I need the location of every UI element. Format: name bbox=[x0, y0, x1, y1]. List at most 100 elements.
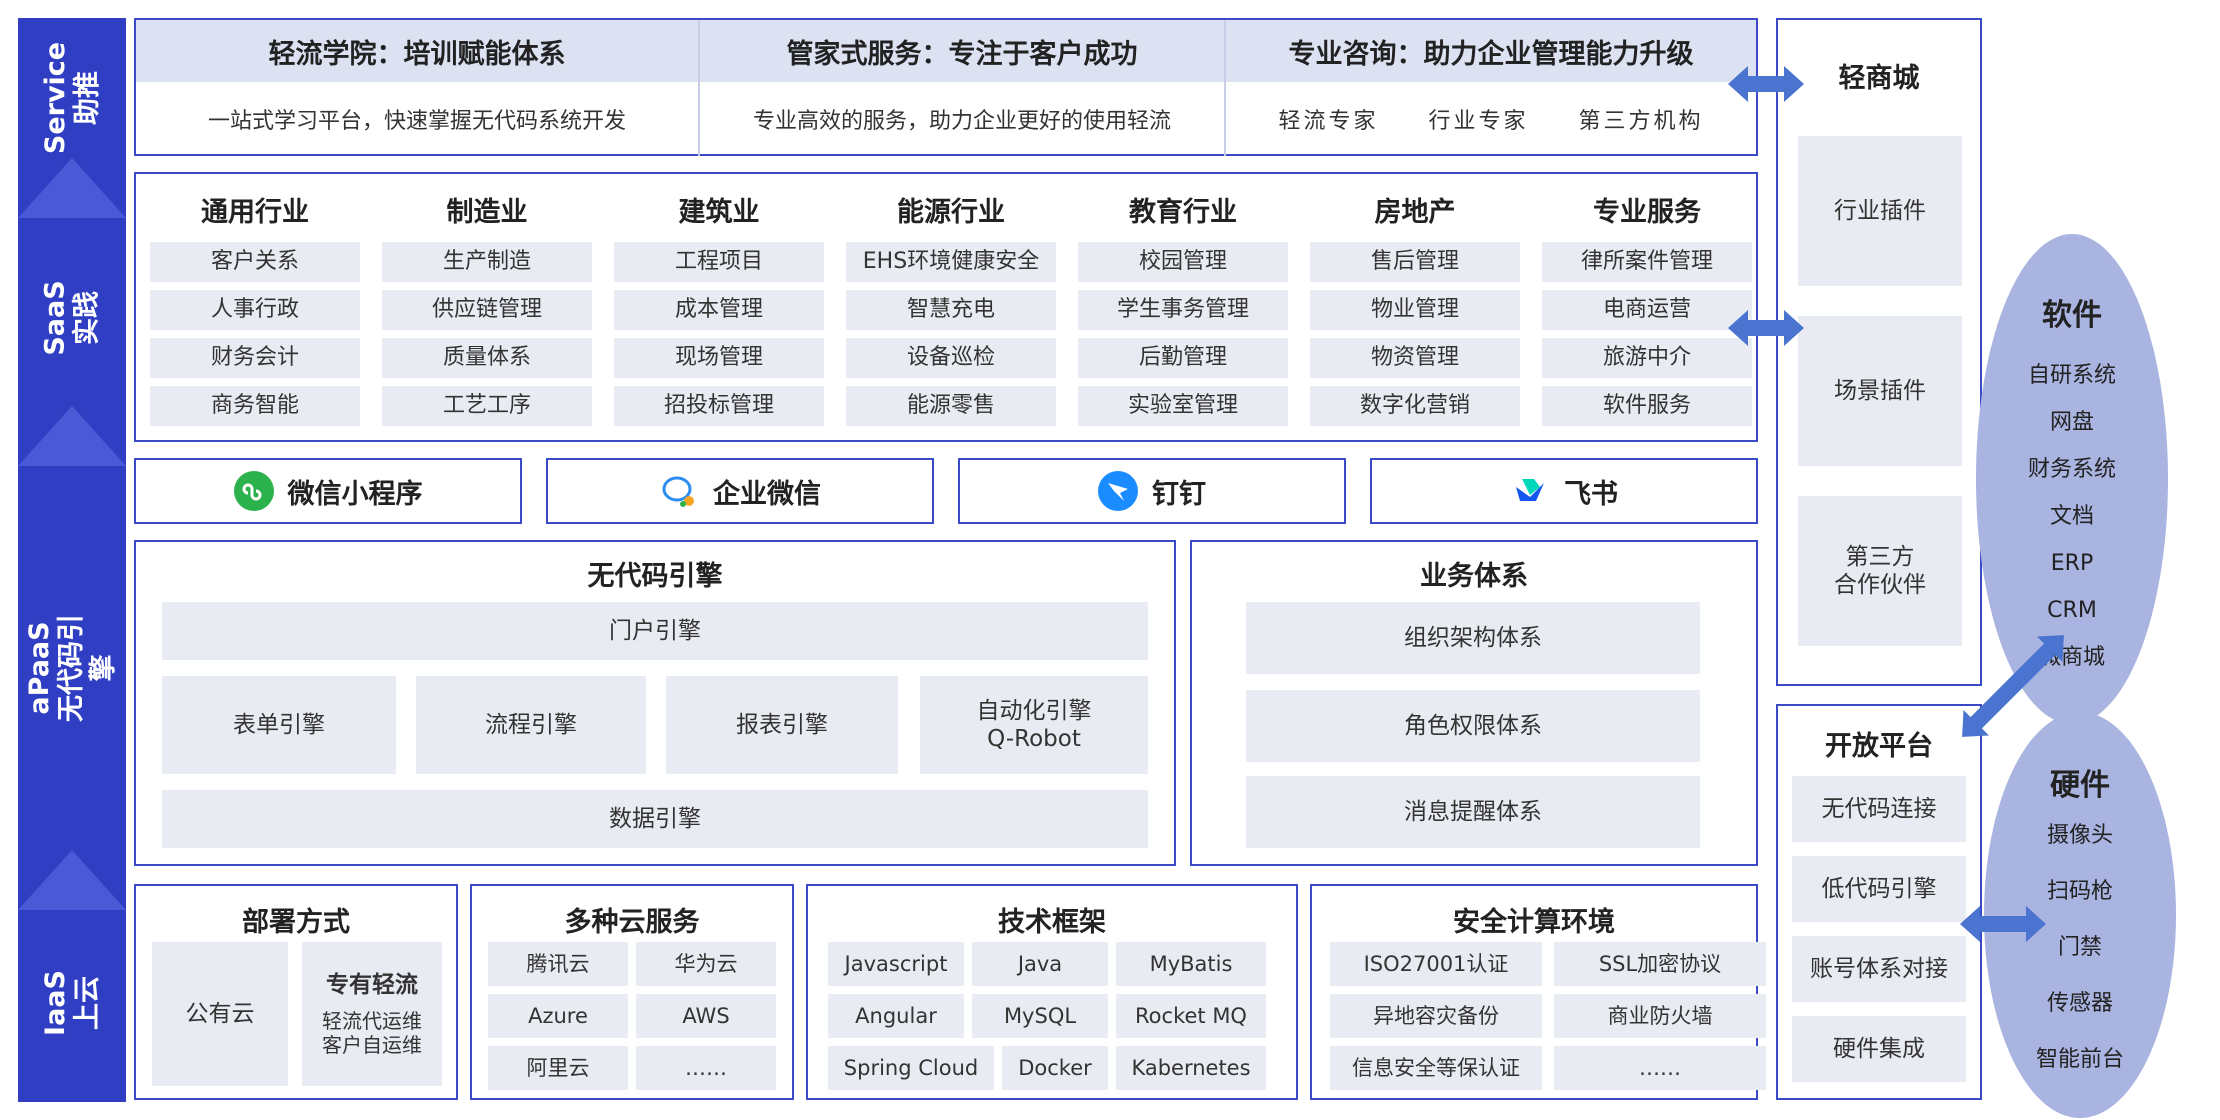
industry-app-item[interactable]: EHS环境健康安全 bbox=[846, 242, 1056, 282]
industry-title: 教育行业 bbox=[1129, 197, 1237, 228]
industry-app-item[interactable]: 物资管理 bbox=[1310, 338, 1520, 378]
industry-app-item[interactable]: 数字化营销 bbox=[1310, 386, 1520, 426]
cloud-item[interactable]: 阿里云 bbox=[488, 1046, 628, 1090]
industry-app-item[interactable]: 人事行政 bbox=[150, 290, 360, 330]
double-arrow-icon bbox=[1960, 906, 2046, 942]
tech-framework-title: 技术框架 bbox=[998, 907, 1106, 938]
deploy-panel: 部署方式 公有云 专有轻流 轻流代运维 客户自运维 bbox=[134, 884, 458, 1100]
third-party-partner[interactable]: 第三方 合作伙伴 bbox=[1798, 496, 1962, 646]
wecom-icon bbox=[659, 471, 699, 511]
tech-item[interactable]: Javascript bbox=[828, 942, 964, 986]
public-cloud[interactable]: 公有云 bbox=[152, 942, 288, 1086]
hwlist-item: 扫码枪 bbox=[2046, 879, 2113, 904]
industry-app-item[interactable]: 财务会计 bbox=[150, 338, 360, 378]
industry-title: 通用行业 bbox=[201, 197, 309, 228]
tech-item[interactable]: Rocket MQ bbox=[1116, 994, 1266, 1038]
industry-app-item[interactable]: 工程项目 bbox=[614, 242, 824, 282]
industry-title: 制造业 bbox=[446, 197, 528, 228]
hardware-list: 摄像头扫码枪门禁传感器智能前台 bbox=[1984, 808, 2176, 1088]
tech-item[interactable]: Kabernetes bbox=[1116, 1046, 1266, 1090]
account-integration[interactable]: 账号体系对接 bbox=[1792, 936, 1966, 1002]
sec-item[interactable]: 异地容灾备份 bbox=[1330, 994, 1542, 1038]
industry-app-item[interactable]: 智慧充电 bbox=[846, 290, 1056, 330]
industry-app-item[interactable]: 旅游中介 bbox=[1542, 338, 1752, 378]
tech-item[interactable]: Angular bbox=[828, 994, 964, 1038]
industry-title: 建筑业 bbox=[678, 197, 760, 228]
cloud-item[interactable]: 腾讯云 bbox=[488, 942, 628, 986]
industry-app-item[interactable]: 实验室管理 bbox=[1078, 386, 1288, 426]
open-platform-panel: 开放平台 无代码连接 低代码引擎 账号体系对接 硬件集成 bbox=[1776, 704, 1982, 1100]
sec-item[interactable]: 信息安全等保认证 bbox=[1330, 1046, 1542, 1090]
hardware-integration[interactable]: 硬件集成 bbox=[1792, 1016, 1966, 1082]
industry-app-item[interactable]: 校园管理 bbox=[1078, 242, 1288, 282]
industry-app-item[interactable]: 售后管理 bbox=[1310, 242, 1520, 282]
industry-app-item[interactable]: 招投标管理 bbox=[614, 386, 824, 426]
industry-app-item[interactable]: 质量体系 bbox=[382, 338, 592, 378]
sec-item[interactable]: ISO27001认证 bbox=[1330, 942, 1542, 986]
portal-engine[interactable]: 门户引擎 bbox=[162, 602, 1148, 660]
cloud-item[interactable]: 华为云 bbox=[636, 942, 776, 986]
private-cloud-title: 专有轻流 bbox=[326, 972, 418, 998]
industry-app-item[interactable]: 电商运营 bbox=[1542, 290, 1752, 330]
sec-item[interactable]: 商业防火墙 bbox=[1554, 994, 1766, 1038]
platform-wecom[interactable]: 企业微信 bbox=[546, 458, 934, 524]
report-engine[interactable]: 报表引擎 bbox=[666, 676, 898, 774]
industry-app-item[interactable]: 后勤管理 bbox=[1078, 338, 1288, 378]
platform-dingtalk[interactable]: 钉钉 bbox=[958, 458, 1346, 524]
swlist-item: CRM bbox=[2047, 598, 2097, 623]
industry-app-item[interactable]: 设备巡检 bbox=[846, 338, 1056, 378]
cloud-item[interactable]: AWS bbox=[636, 994, 776, 1038]
data-engine[interactable]: 数据引擎 bbox=[162, 790, 1148, 848]
layer-service-label: Service 助推 bbox=[40, 41, 103, 155]
tech-item[interactable]: Java bbox=[972, 942, 1108, 986]
industry-app-item[interactable]: 工艺工序 bbox=[382, 386, 592, 426]
cloud-item[interactable]: Azure bbox=[488, 994, 628, 1038]
message-reminder-system[interactable]: 消息提醒体系 bbox=[1246, 776, 1700, 848]
sec-item[interactable]: …… bbox=[1554, 1046, 1766, 1090]
swlist-item: ERP bbox=[2050, 551, 2094, 576]
service-desc-butler: 专业高效的服务，助力企业更好的使用轻流 bbox=[752, 109, 1171, 134]
software-ellipse bbox=[1976, 234, 2168, 724]
double-arrow-icon bbox=[1728, 310, 1804, 346]
cloud-service-title: 多种云服务 bbox=[564, 907, 700, 938]
industry-app-item[interactable]: 商务智能 bbox=[150, 386, 360, 426]
layer-service: Service 助推 bbox=[18, 18, 126, 178]
platform-feishu[interactable]: 飞书 bbox=[1370, 458, 1758, 524]
industry-app-item[interactable]: 能源零售 bbox=[846, 386, 1056, 426]
cloud-item[interactable]: …… bbox=[636, 1046, 776, 1090]
workflow-engine[interactable]: 流程引擎 bbox=[416, 676, 646, 774]
tech-item[interactable]: Docker bbox=[1002, 1046, 1108, 1090]
industry-app-item[interactable]: 学生事务管理 bbox=[1078, 290, 1288, 330]
scene-plugin[interactable]: 场景插件 bbox=[1798, 316, 1962, 466]
platform-wechat-miniprogram[interactable]: 微信小程序 bbox=[134, 458, 522, 524]
industry-plugin[interactable]: 行业插件 bbox=[1798, 136, 1962, 286]
form-engine[interactable]: 表单引擎 bbox=[162, 676, 396, 774]
nocode-engine-title: 无代码引擎 bbox=[587, 561, 723, 592]
industry-app-item[interactable]: 生产制造 bbox=[382, 242, 592, 282]
automation-engine[interactable]: 自动化引擎 Q-Robot bbox=[920, 676, 1148, 774]
tech-item[interactable]: MySQL bbox=[972, 994, 1108, 1038]
swlist-item: 网盘 bbox=[2049, 410, 2094, 435]
sec-item[interactable]: SSL加密协议 bbox=[1554, 942, 1766, 986]
private-cloud[interactable]: 专有轻流 轻流代运维 客户自运维 bbox=[302, 942, 442, 1086]
nocode-connect[interactable]: 无代码连接 bbox=[1792, 776, 1966, 842]
industry-app-item[interactable]: 软件服务 bbox=[1542, 386, 1752, 426]
industry-title: 能源行业 bbox=[897, 197, 1005, 228]
industry-app-item[interactable]: 现场管理 bbox=[614, 338, 824, 378]
industry-app-item[interactable]: 律所案件管理 bbox=[1542, 242, 1752, 282]
industry-app-item[interactable]: 客户关系 bbox=[150, 242, 360, 282]
tech-item[interactable]: MyBatis bbox=[1116, 942, 1266, 986]
industry-app-item[interactable]: 物业管理 bbox=[1310, 290, 1520, 330]
industry-app-item[interactable]: 供应链管理 bbox=[382, 290, 592, 330]
industry-app-item[interactable]: 成本管理 bbox=[614, 290, 824, 330]
tech-item[interactable]: Spring Cloud bbox=[828, 1046, 994, 1090]
swlist-item: 文档 bbox=[2049, 504, 2094, 529]
private-cloud-desc: 轻流代运维 客户自运维 bbox=[322, 1009, 422, 1057]
role-permission-system[interactable]: 角色权限体系 bbox=[1246, 690, 1700, 762]
industry-title: 房地产 bbox=[1374, 197, 1456, 228]
feishu-icon bbox=[1510, 471, 1550, 511]
org-structure-system[interactable]: 组织架构体系 bbox=[1246, 602, 1700, 674]
lowcode-engine[interactable]: 低代码引擎 bbox=[1792, 856, 1966, 922]
